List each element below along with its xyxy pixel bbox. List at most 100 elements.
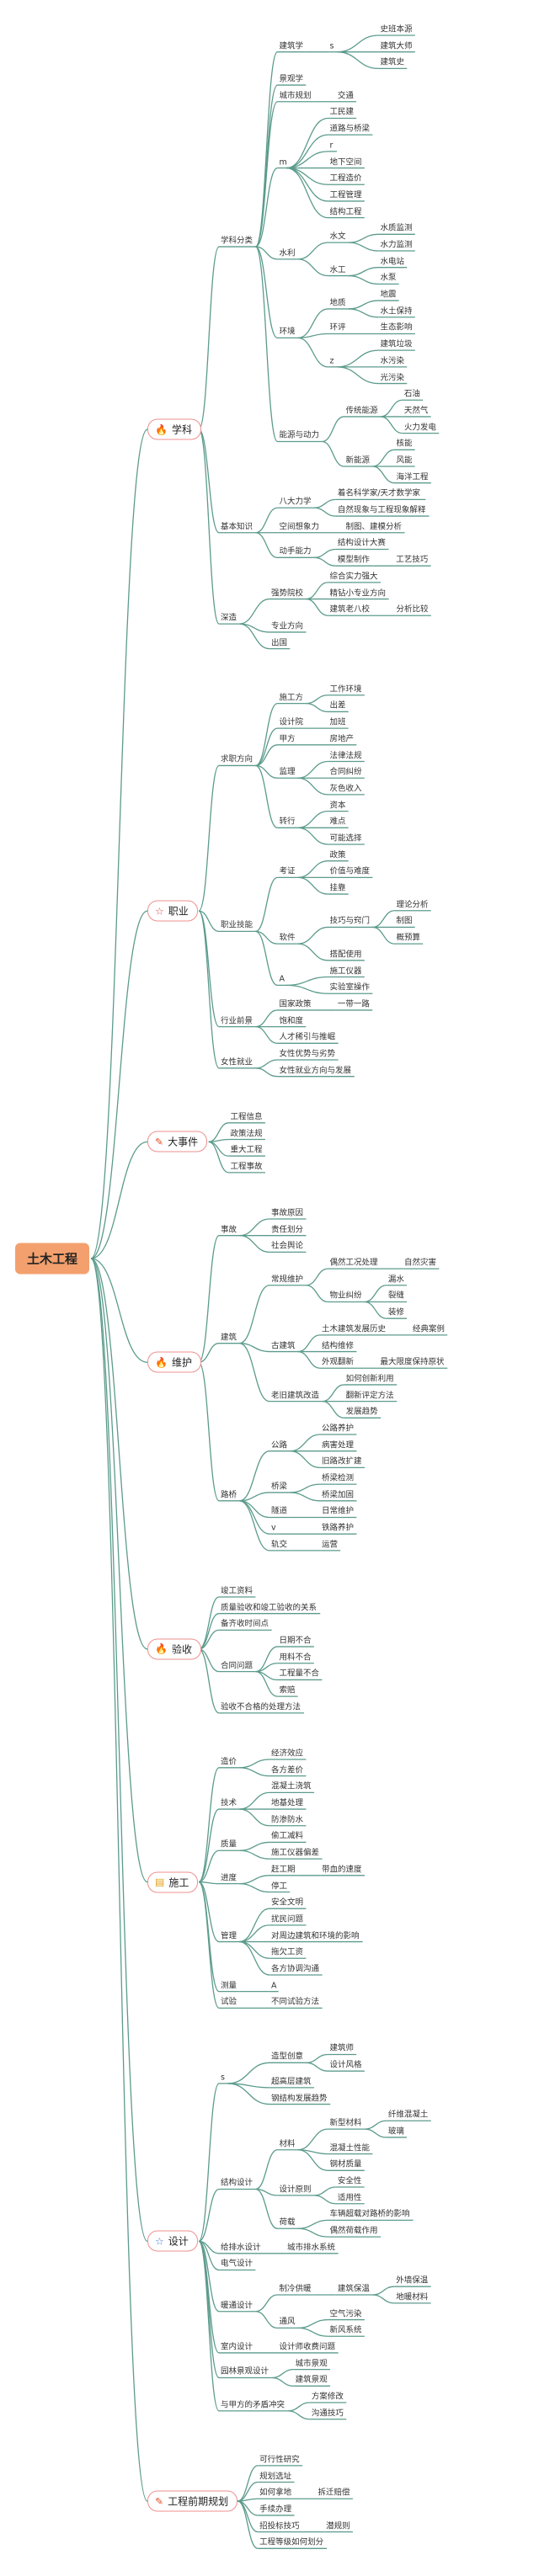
- branch-link: [306, 702, 328, 713]
- subtopic-node: 女性就业方向与发展: [279, 1066, 351, 1076]
- subtopic-node: 物业纠纷: [329, 1291, 362, 1301]
- subtopic-node: 裂缝: [387, 1291, 404, 1301]
- subtopic-node: 水污染: [380, 356, 404, 366]
- branch-link: [313, 2195, 336, 2205]
- category-3: 🔥维护: [147, 1351, 201, 1373]
- branch-link: [254, 101, 279, 247]
- branch-link: [380, 416, 403, 434]
- note-icon: ▤: [155, 1876, 165, 1888]
- subtopic-node: 沟通技巧: [311, 2408, 344, 2419]
- branch-link: [286, 167, 328, 219]
- topic-node: 验收不合格的处理方法: [221, 1702, 302, 1712]
- branch-link: [239, 1235, 270, 1253]
- subtopic-node: 考证: [279, 866, 296, 876]
- branch-link: [237, 2500, 259, 2549]
- topic-node: 女性就业: [221, 1057, 253, 1067]
- subtopic-node: 拆迁赔偿: [318, 2488, 350, 2498]
- subtopic-node: 扰民问题: [271, 1914, 304, 1924]
- subtopic-node: 钢材质量: [329, 2159, 362, 2169]
- branch-link: [297, 242, 328, 260]
- subtopic-node: 地暖材料: [396, 2292, 429, 2302]
- subtopic-node: 传统能源: [345, 406, 378, 416]
- topic-node: 造价: [221, 1757, 237, 1767]
- branch-link: [254, 246, 279, 443]
- subtopic-node: z: [329, 356, 334, 366]
- topic-node: 政策法规: [230, 1129, 263, 1138]
- branch-link: [372, 2294, 395, 2304]
- subtopic-node: 道路与桥梁: [329, 124, 370, 134]
- subtopic-node: 强势院校: [271, 588, 304, 599]
- subtopic-node: 城市排水系统: [287, 2243, 336, 2253]
- branch-link: [208, 1141, 229, 1174]
- subtopic-node: 建筑史: [380, 57, 404, 67]
- subtopic-node: 一带一路: [337, 999, 370, 1009]
- subtopic-node: 运营: [322, 1540, 339, 1550]
- subtopic-node: 水利: [279, 248, 296, 258]
- subtopic-node: 建筑垃圾: [380, 339, 413, 349]
- category-4: 🔥验收: [147, 1638, 201, 1660]
- subtopic-node: 搭配使用: [329, 950, 362, 960]
- branch-link: [199, 1881, 220, 1885]
- topic-node: 合同问题: [221, 1661, 253, 1671]
- topic-node: 给排水设计: [221, 2243, 261, 2253]
- category-label: 维护: [171, 1356, 192, 1369]
- subtopic-node: 地基处理: [271, 1798, 304, 1808]
- subtopic-node: 动手能力: [279, 546, 312, 556]
- subtopic-node: 钢结构发展趋势: [271, 2094, 328, 2104]
- subtopic-node: 光污染: [380, 373, 404, 383]
- subtopic-node: 潜规则: [326, 2521, 350, 2531]
- subtopic-node: 设计师收费问题: [279, 2342, 335, 2352]
- branch-link: [198, 1235, 220, 1363]
- subtopic-node: 土木建筑发展历史: [322, 1324, 387, 1334]
- branch-link: [198, 2188, 220, 2243]
- subtopic-node: s: [329, 41, 334, 51]
- subtopic-node: 最大限度保持原状: [380, 1357, 445, 1367]
- subtopic-node: 监理: [279, 767, 296, 777]
- branch-link: [297, 333, 328, 339]
- branch-link: [297, 2128, 328, 2151]
- branch-link: [322, 416, 344, 443]
- branch-link: [306, 1268, 328, 1286]
- subtopic-node: 制图: [396, 916, 413, 926]
- subtopic-node: 结构设计大赛: [337, 538, 386, 548]
- subtopic-node: 拖欠工资: [271, 1947, 304, 1957]
- subtopic-node: 事故原因: [271, 1208, 304, 1218]
- topic-node: 工程事故: [230, 1162, 263, 1172]
- topic-node: 路桥: [221, 1490, 237, 1500]
- subtopic-node: 饱和度: [279, 1016, 303, 1026]
- subtopic-node: A: [271, 1981, 277, 1991]
- branch-link: [255, 930, 278, 987]
- subtopic-node: 着名科学家/天才数学家: [337, 488, 421, 498]
- subtopic-node: 自然灾害: [404, 1258, 437, 1268]
- branch-link: [198, 910, 220, 933]
- subtopic-node: 桥梁: [271, 1482, 288, 1492]
- topic-node: 备齐收时间点: [221, 1619, 270, 1629]
- subtopic-node: 甲方: [279, 734, 296, 744]
- subtopic-node: 灰色收入: [329, 784, 362, 794]
- subtopic-node: 水泵: [380, 273, 397, 283]
- branch-link: [255, 507, 278, 534]
- topic-node: 暖通设计: [221, 2301, 253, 2311]
- subtopic-node: 水力监测: [380, 240, 413, 250]
- branch-link: [198, 2083, 220, 2243]
- topic-node: 工程信息: [230, 1112, 263, 1122]
- subtopic-node: 偶然工况处理: [329, 1258, 378, 1268]
- branch-link: [297, 777, 328, 796]
- branch-link: [306, 2062, 328, 2072]
- subtopic-node: 设计风格: [329, 2060, 362, 2070]
- branch-link: [364, 1301, 387, 1319]
- subtopic-node: 社会舆论: [271, 1241, 304, 1251]
- branch-link: [198, 1648, 220, 1714]
- subtopic-node: 技巧与窍门: [329, 916, 370, 926]
- branch-link: [239, 1500, 270, 1551]
- root-link: [90, 1258, 148, 1883]
- subtopic-node: 荷载: [279, 2217, 296, 2227]
- subtopic-node: 制图、建模分析: [345, 522, 402, 532]
- branch-link: [198, 1881, 220, 2009]
- subtopic-node: 史班本源: [380, 24, 413, 35]
- subtopic-node: 公路养护: [322, 1424, 355, 1434]
- root-link: [90, 1258, 148, 1363]
- branch-link: [290, 1450, 321, 1469]
